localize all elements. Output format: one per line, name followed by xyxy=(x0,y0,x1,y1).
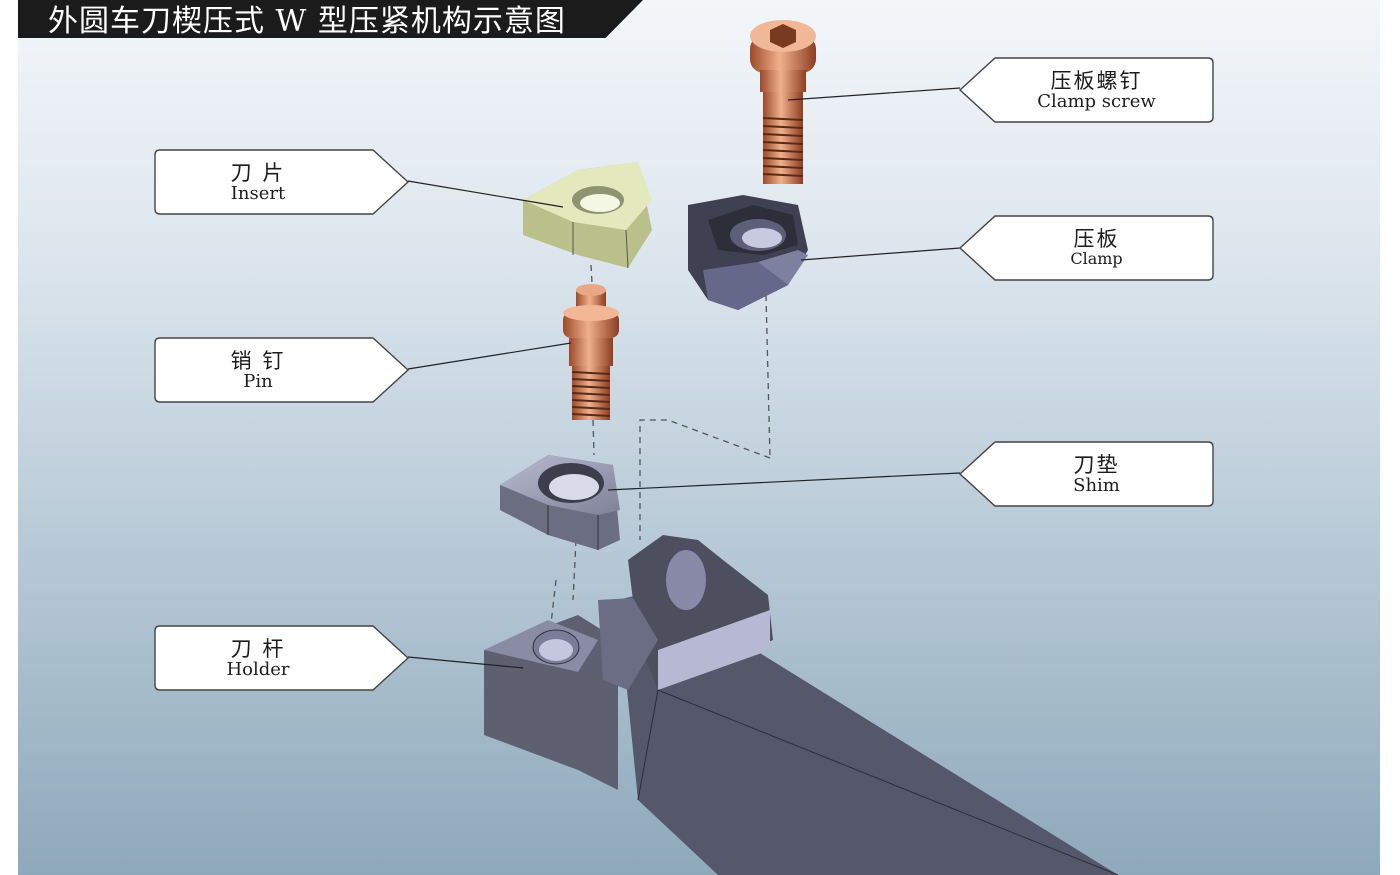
callout-box xyxy=(154,337,410,403)
diagram-title: 外圆车刀楔压式 W 型压紧机构示意图 xyxy=(48,4,566,39)
callout-cn-label: 压板螺钉 xyxy=(1050,69,1143,93)
callout-en-label: Holder xyxy=(226,659,290,680)
callout-cn-label: 刀 片 xyxy=(230,161,286,185)
clamp-part xyxy=(688,195,808,310)
leader-lines xyxy=(407,87,961,669)
callout-en-label: Insert xyxy=(230,183,286,204)
callout-clamp-screw: 压板螺钉 Clamp screw xyxy=(958,56,1215,124)
pin-part xyxy=(563,284,619,420)
callout-insert: 刀 片 Insert xyxy=(153,148,410,216)
callout-pin: 销 钉 Pin xyxy=(153,336,410,404)
callout-en-label: Clamp xyxy=(1070,249,1123,268)
callout-en-label: Clamp screw xyxy=(1037,91,1156,112)
title-banner xyxy=(18,0,643,38)
callout-cn-label: 销 钉 xyxy=(230,349,286,373)
diagram-canvas: 外圆车刀楔压式 W 型压紧机构示意图 xyxy=(18,0,1380,875)
callout-cn-label: 压板 xyxy=(1073,227,1120,251)
exploded-assembly xyxy=(407,20,1119,875)
callout-box xyxy=(958,57,1214,123)
callout-box xyxy=(958,215,1214,281)
callout-shim: 刀垫 Shim xyxy=(958,440,1215,508)
clamp-screw-part xyxy=(750,20,816,184)
callout-clamp: 压板 Clamp xyxy=(958,214,1215,282)
callout-box xyxy=(154,625,410,691)
insert-part xyxy=(523,162,652,269)
callout-cn-label: 刀 杆 xyxy=(230,637,286,661)
callout-box xyxy=(154,149,410,215)
callout-holder: 刀 杆 Holder xyxy=(153,624,410,692)
callout-en-label: Pin xyxy=(243,371,273,392)
shim-part xyxy=(500,455,620,550)
callout-cn-label: 刀垫 xyxy=(1073,453,1120,477)
callout-en-label: Shim xyxy=(1073,475,1120,496)
holder-part xyxy=(484,535,1119,875)
callout-box xyxy=(958,441,1214,507)
